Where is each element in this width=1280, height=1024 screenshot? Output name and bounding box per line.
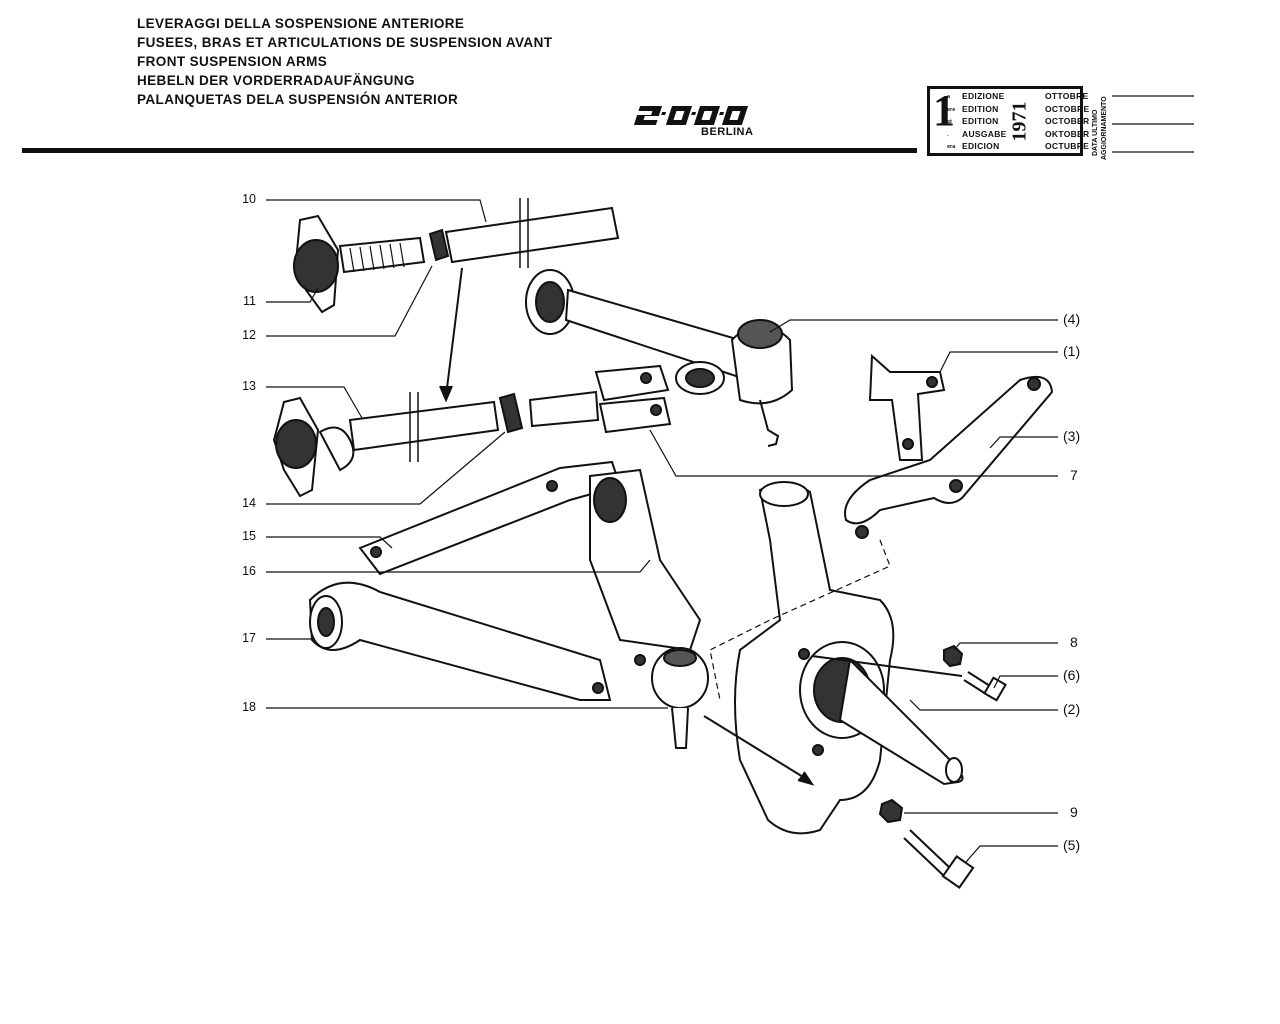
edition-label: EDIZIONE bbox=[962, 91, 1005, 101]
callout-14: 14 bbox=[242, 496, 256, 510]
header-titles: LEVERAGGI DELLA SOSPENSIONE ANTERIORE FU… bbox=[137, 14, 552, 109]
part-15-17-lower-arm bbox=[308, 460, 702, 701]
title-spanish: PALANQUETAS DELA SUSPENSIÓN ANTERIOR bbox=[137, 92, 459, 107]
callout-8: 8 bbox=[1070, 634, 1078, 650]
part-10-shaft bbox=[428, 198, 620, 268]
part-1-bracket bbox=[868, 353, 946, 461]
callout-3: (3) bbox=[1063, 428, 1081, 444]
callout-5: (5) bbox=[1063, 837, 1081, 853]
edition-months: OTTOBRE OCTOBRE OCTOBER OKTOBER OCTUBRE bbox=[1045, 90, 1089, 153]
edition-month: OCTOBER bbox=[1045, 116, 1090, 127]
callout-4: (4) bbox=[1063, 311, 1081, 327]
callout-16: 16 bbox=[242, 564, 256, 578]
edition-suffix: era bbox=[947, 144, 956, 150]
edition-box bbox=[927, 86, 1083, 156]
title-french: FUSEES, BRAS ET ARTICULATIONS DE SUSPENS… bbox=[137, 35, 553, 50]
edition-suffixes: a ere st . era bbox=[947, 91, 955, 154]
part-13-tie-rod bbox=[272, 392, 524, 498]
model-logo bbox=[633, 106, 749, 125]
part-4-upper-arm bbox=[525, 269, 794, 447]
part-7-clevis bbox=[528, 364, 672, 434]
callout-1: (1) bbox=[1063, 343, 1081, 359]
edition-month: OCTOBRE bbox=[1045, 103, 1090, 114]
callout-2: (2) bbox=[1063, 701, 1081, 717]
callout-6: (6) bbox=[1063, 667, 1081, 683]
edition-suffix: a bbox=[947, 94, 951, 100]
part-2-knuckle bbox=[734, 481, 964, 835]
callout-18: 18 bbox=[242, 700, 256, 714]
part-11-ball-joint bbox=[293, 214, 426, 314]
edition-suffix: st bbox=[947, 119, 952, 125]
edition-suffix: . bbox=[947, 131, 949, 138]
callout-17: 17 bbox=[242, 631, 256, 645]
part-3-steering-arm bbox=[844, 376, 1054, 539]
edition-label: EDICION bbox=[962, 141, 1000, 152]
callout-10: 10 bbox=[242, 192, 256, 206]
edition-month: OTTOBRE bbox=[1045, 91, 1089, 101]
edition-month: OKTOBER bbox=[1045, 128, 1090, 139]
edition-labels: EDIZIONE EDITION EDITION AUSGABE EDICION bbox=[962, 90, 1007, 153]
assembly-dashed-lines bbox=[709, 539, 891, 701]
callout-12: 12 bbox=[242, 328, 256, 342]
callout-7: 7 bbox=[1070, 467, 1078, 483]
title-italian: LEVERAGGI DELLA SOSPENSIONE ANTERIORE bbox=[137, 16, 465, 31]
edition-label: EDITION bbox=[962, 116, 999, 127]
edition-label: AUSGABE bbox=[962, 128, 1007, 139]
edition-label: EDITION bbox=[962, 103, 999, 114]
edition-suffix: ere bbox=[947, 106, 956, 113]
header-rule bbox=[22, 148, 917, 153]
nuts-and-bolts bbox=[878, 644, 1007, 889]
leader-lines bbox=[266, 199, 1058, 863]
callout-11: 11 bbox=[243, 294, 256, 308]
callout-13: 13 bbox=[242, 379, 256, 393]
callout-9: 9 bbox=[1070, 804, 1078, 820]
edition-month: OCTUBRE bbox=[1045, 141, 1090, 152]
model-subtitle: BERLINA bbox=[701, 126, 754, 138]
title-english: FRONT SUSPENSION ARMS bbox=[137, 54, 328, 69]
part-18-ball-joint bbox=[651, 647, 709, 749]
assembly-arrows bbox=[439, 267, 963, 786]
edition-number: 1 bbox=[933, 86, 955, 135]
title-german: HEBELN DER VORDERRADAUFÄNGUNG bbox=[137, 73, 415, 88]
callout-15: 15 bbox=[242, 529, 256, 543]
